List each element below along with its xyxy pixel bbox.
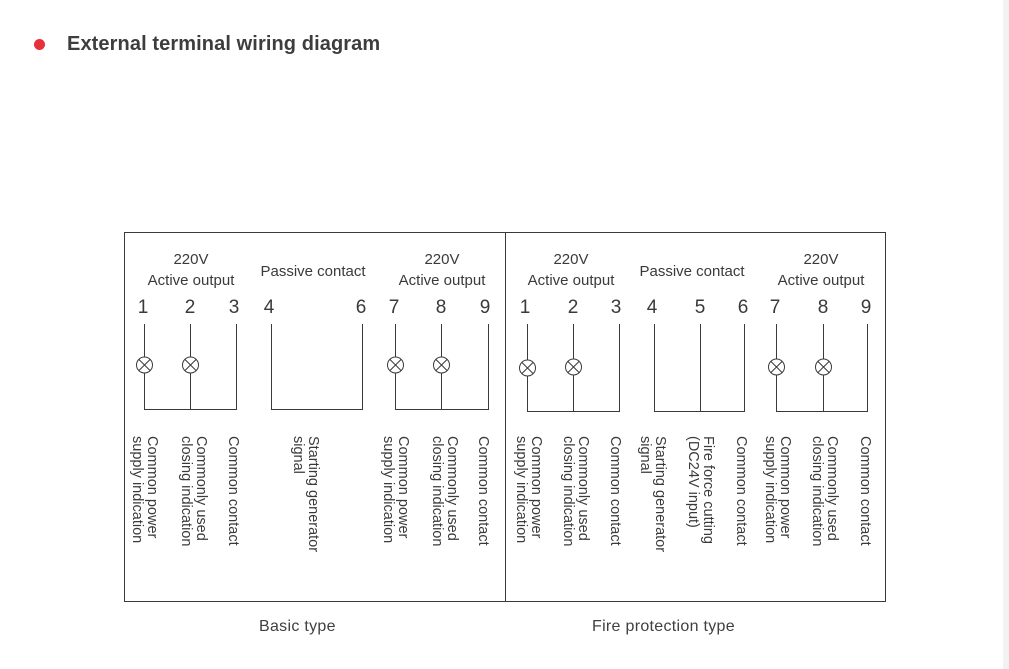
terminal-label: Starting generatorsignal bbox=[637, 436, 668, 552]
terminal-number: 3 bbox=[611, 297, 622, 318]
lamp-cross-circle-icon bbox=[182, 356, 199, 374]
bullet-dot-icon bbox=[34, 38, 45, 50]
fire-protection-panel: 220V Active output Passive contact 220V … bbox=[513, 251, 873, 552]
wiring-lines bbox=[395, 324, 489, 410]
terminal-label: Starting generatorsignal bbox=[290, 436, 321, 552]
terminal-number: 7 bbox=[389, 297, 400, 318]
group-header-mode: Active output bbox=[528, 272, 616, 289]
section-title: External terminal wiring diagram bbox=[67, 32, 381, 55]
terminal-number: 9 bbox=[480, 297, 491, 318]
terminal-number: 3 bbox=[229, 297, 240, 318]
terminal-number: 5 bbox=[695, 297, 706, 318]
terminal-label: Fire force cutting(DC24V input) bbox=[685, 436, 716, 544]
terminal-number: 1 bbox=[138, 297, 149, 318]
lamp-cross-circle-icon bbox=[136, 356, 153, 374]
basic-panel: 220V Active output Passive contact 220V … bbox=[129, 251, 491, 552]
group-header-mode: Active output bbox=[778, 272, 866, 289]
terminal-number: 8 bbox=[818, 297, 829, 318]
terminal-label: Common contact bbox=[733, 436, 749, 546]
group-header-mode: Active output bbox=[148, 272, 236, 289]
group-header-passive: Passive contact bbox=[260, 263, 366, 280]
wiring-lines bbox=[654, 324, 745, 412]
wiring-lines bbox=[776, 324, 868, 412]
terminal-label: Common contact bbox=[857, 436, 873, 546]
lamp-cross-circle-icon bbox=[815, 358, 832, 376]
group-header-mode: Active output bbox=[399, 272, 487, 289]
terminal-number: 2 bbox=[568, 297, 579, 318]
caption-fire-protection-type: Fire protection type bbox=[592, 618, 735, 635]
terminal-label: Common powersupply indication bbox=[129, 436, 160, 543]
terminal-label: Common powersupply indication bbox=[513, 436, 544, 543]
terminal-label: Common contact bbox=[607, 436, 623, 546]
lamp-cross-circle-icon bbox=[387, 356, 404, 374]
group-header-passive: Passive contact bbox=[639, 263, 745, 280]
wiring-lines bbox=[144, 324, 237, 410]
section-header: External terminal wiring diagram bbox=[34, 30, 380, 58]
terminal-label: Commonly usedclosing indication bbox=[809, 436, 840, 546]
terminal-label: Common contact bbox=[475, 436, 491, 546]
terminal-label: Commonly usedclosing indication bbox=[429, 436, 460, 546]
terminal-number: 2 bbox=[185, 297, 196, 318]
lamp-cross-circle-icon bbox=[433, 356, 450, 374]
terminal-label: Commonly usedclosing indication bbox=[178, 436, 209, 546]
group-header-voltage: 220V bbox=[424, 251, 459, 268]
wiring-lines bbox=[271, 324, 363, 410]
terminal-number: 6 bbox=[738, 297, 749, 318]
lamp-cross-circle-icon bbox=[519, 359, 536, 377]
terminal-number: 6 bbox=[356, 297, 367, 318]
lamp-cross-circle-icon bbox=[768, 358, 785, 376]
terminal-label: Common contact bbox=[225, 436, 241, 546]
terminal-number: 4 bbox=[647, 297, 658, 318]
group-header-voltage: 220V bbox=[553, 251, 588, 268]
caption-basic-type: Basic type bbox=[259, 618, 336, 635]
terminal-number: 9 bbox=[861, 297, 872, 318]
lamp-cross-circle-icon bbox=[565, 358, 582, 376]
terminal-label: Common powersupply indication bbox=[380, 436, 411, 543]
right-scroll-rail bbox=[1003, 0, 1009, 669]
terminal-label: Commonly usedclosing indication bbox=[560, 436, 591, 546]
wiring-lines bbox=[527, 324, 620, 412]
terminal-label: Common powersupply indication bbox=[762, 436, 793, 543]
terminal-number: 4 bbox=[264, 297, 275, 318]
terminal-number: 8 bbox=[436, 297, 447, 318]
group-header-voltage: 220V bbox=[803, 251, 838, 268]
terminal-number: 7 bbox=[770, 297, 781, 318]
terminal-number: 1 bbox=[520, 297, 531, 318]
group-header-voltage: 220V bbox=[173, 251, 208, 268]
